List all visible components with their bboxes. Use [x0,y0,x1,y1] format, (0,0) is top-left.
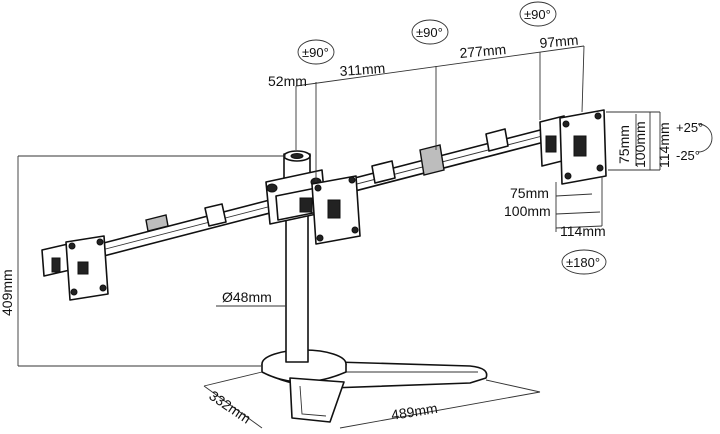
label-base-width: 489mm [390,400,439,423]
vesa-plate-middle [299,175,361,245]
label-pole-diameter: Ø48mm [222,289,272,305]
vesa-plate-right [539,109,607,185]
label-tilt-up: +25° [676,120,703,135]
label-height: 409mm [0,269,15,316]
label-plate-offset: 97mm [539,32,579,51]
base-leg [289,377,345,423]
base [261,349,488,423]
dimension-lines [17,45,661,429]
rotation-arcs [297,1,713,275]
label-vesa-100-h: 100mm [632,121,648,168]
vesa-plate-left [41,235,109,301]
label-vesa-75-h: 75mm [616,125,632,164]
label-rotate: ±180° [566,255,600,270]
label-arm-left: 311mm [339,60,386,79]
label-swivel-middle: ±90° [416,25,443,40]
label-vesa-top: 52mm [268,73,307,89]
label-swivel-left: ±90° [302,45,329,60]
label-vesa-75-v: 75mm [510,185,549,201]
label-base-depth: 332mm [206,387,254,426]
label-vesa-100-v: 100mm [504,203,551,219]
pole-body [285,211,309,363]
label-tilt-down: -25° [676,148,700,163]
label-swivel-right: ±90° [524,7,551,22]
label-vesa-114-v: 114mm [560,223,606,239]
label-arm-right: 277mm [459,41,507,61]
label-vesa-114-h: 114mm [656,122,672,168]
